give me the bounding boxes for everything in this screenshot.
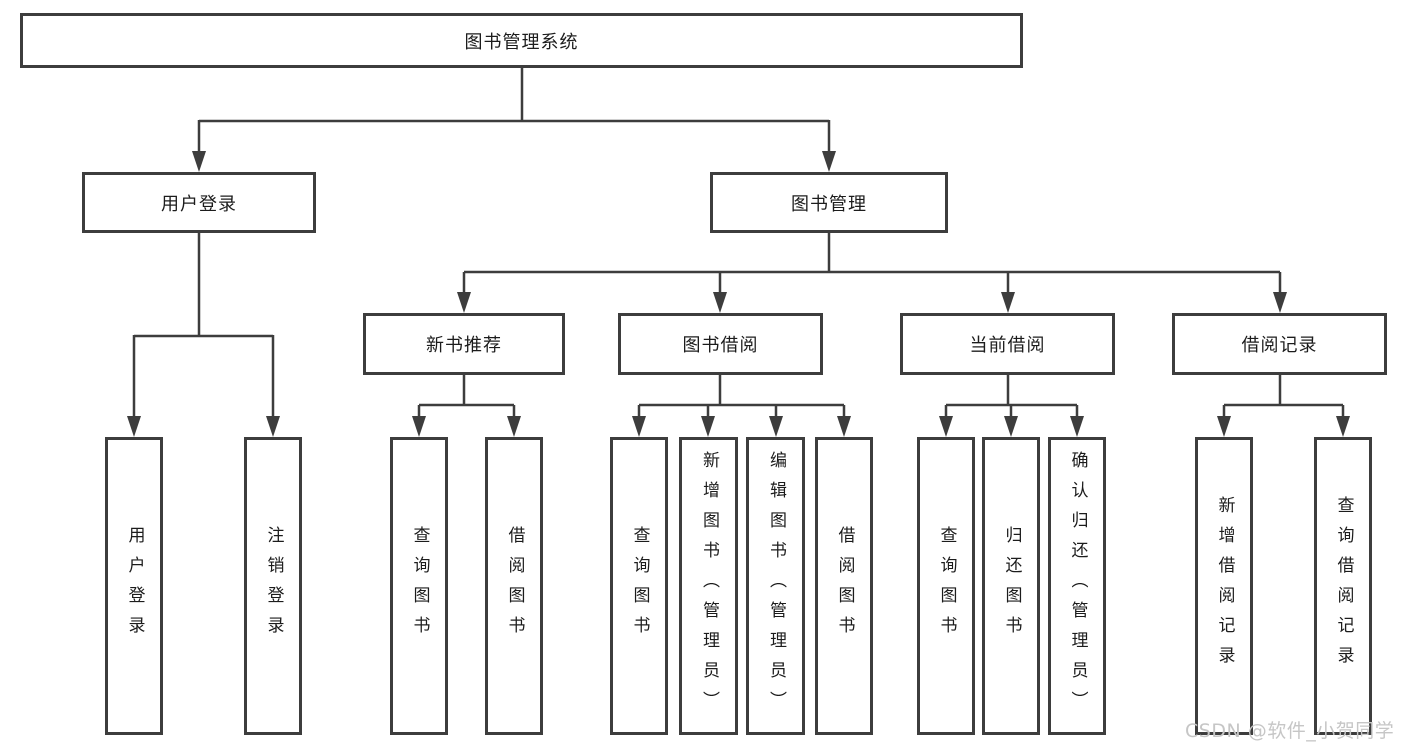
- leaf-add-books-admin: 新增图书（管理员）: [679, 437, 738, 735]
- node-root-label: 图书管理系统: [464, 31, 579, 53]
- leaf-edit-books-admin-label: 编辑图书（管理员）: [766, 451, 786, 721]
- node-current-borrow-label: 当前借阅: [969, 335, 1046, 356]
- node-user-login: 用户登录: [82, 172, 316, 233]
- connector-book-management-to-level3: [457, 233, 1287, 313]
- node-current-borrow: 当前借阅: [900, 313, 1115, 375]
- node-book-management: 图书管理: [710, 172, 948, 233]
- node-user-login-label: 用户登录: [161, 193, 237, 215]
- leaf-add-books-admin-label: 新增图书（管理员）: [699, 451, 719, 721]
- connector-new-book-recommend-to-leaves: [412, 375, 521, 437]
- leaf-add-borrow-record: 新增借阅记录: [1195, 437, 1253, 735]
- leaf-add-borrow-record-label: 新增借阅记录: [1214, 496, 1235, 676]
- leaf-user-login: 用户登录: [105, 437, 163, 735]
- leaf-borrow-books: 借阅图书: [815, 437, 873, 735]
- node-borrow-records-label: 借阅记录: [1241, 335, 1318, 356]
- leaf-confirm-return-admin: 确认归还（管理员）: [1048, 437, 1106, 735]
- connector-current-borrow-to-leaves: [939, 375, 1084, 437]
- leaf-recommend-query-books-label: 查询图书: [409, 526, 430, 646]
- leaf-borrow-books-label: 借阅图书: [834, 526, 855, 646]
- node-book-management-label: 图书管理: [791, 193, 867, 215]
- leaf-edit-books-admin: 编辑图书（管理员）: [746, 437, 805, 735]
- leaf-return-books-label: 归还图书: [1001, 526, 1022, 646]
- node-new-book-recommend-label: 新书推荐: [426, 335, 502, 356]
- node-root: 图书管理系统: [20, 13, 1023, 68]
- leaf-return-books: 归还图书: [982, 437, 1040, 735]
- leaf-user-login-label: 用户登录: [124, 526, 145, 646]
- leaf-query-borrow-record-label: 查询借阅记录: [1333, 496, 1354, 676]
- node-new-book-recommend: 新书推荐: [363, 313, 565, 375]
- leaf-logout: 注销登录: [244, 437, 302, 735]
- node-book-borrow: 图书借阅: [618, 313, 823, 375]
- leaf-recommend-borrow-books-label: 借阅图书: [504, 526, 525, 646]
- connector-borrow-records-to-leaves: [1217, 375, 1350, 437]
- leaf-current-query-books-label: 查询图书: [936, 526, 957, 646]
- leaf-borrow-query-books: 查询图书: [610, 437, 668, 735]
- leaf-borrow-query-books-label: 查询图书: [629, 526, 650, 646]
- node-borrow-records: 借阅记录: [1172, 313, 1387, 375]
- connector-user-login-to-leaves: [127, 233, 280, 437]
- leaf-recommend-query-books: 查询图书: [390, 437, 448, 735]
- leaf-recommend-borrow-books: 借阅图书: [485, 437, 543, 735]
- connector-root-to-level2: [192, 68, 836, 172]
- node-book-borrow-label: 图书借阅: [682, 335, 759, 356]
- leaf-logout-label: 注销登录: [263, 526, 284, 646]
- connector-book-borrow-to-leaves: [632, 375, 851, 437]
- csdn-watermark: CSDN @软件_小贺同学: [1185, 720, 1395, 742]
- leaf-confirm-return-admin-label: 确认归还（管理员）: [1067, 451, 1088, 721]
- leaf-current-query-books: 查询图书: [917, 437, 975, 735]
- leaf-query-borrow-record: 查询借阅记录: [1314, 437, 1372, 735]
